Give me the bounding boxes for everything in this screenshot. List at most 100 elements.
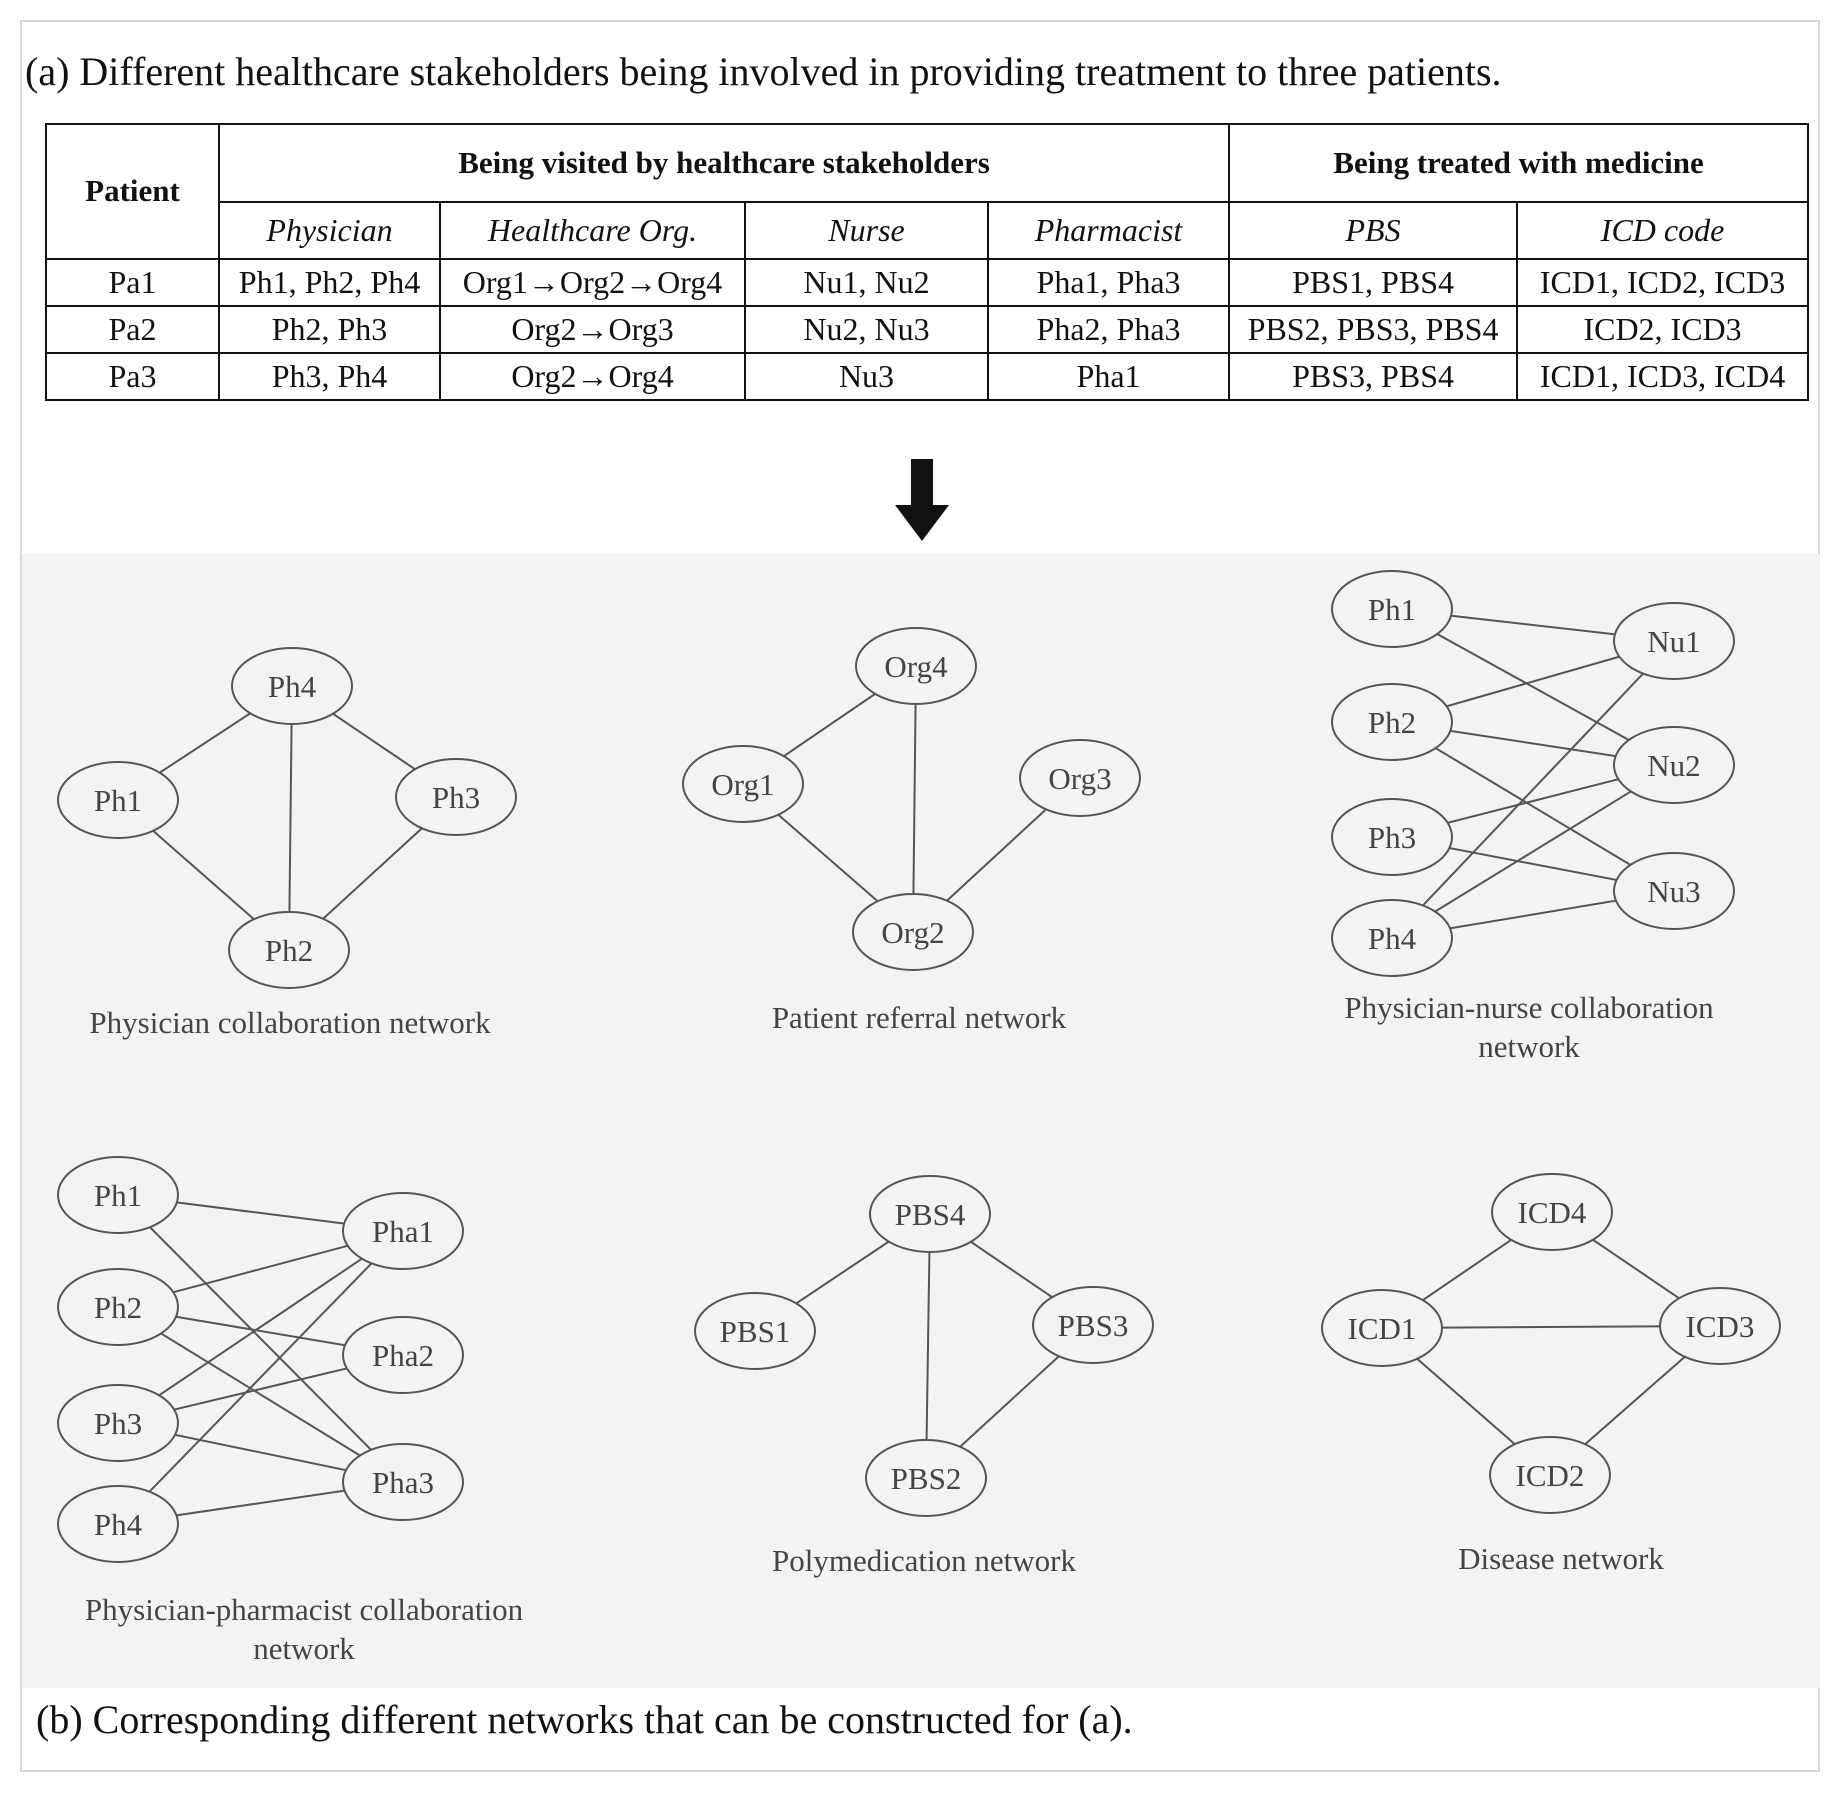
table-cell: PBS2, PBS3, PBS4	[1228, 304, 1519, 354]
node-ph1: Ph1	[57, 761, 179, 839]
node-ellipse	[1331, 899, 1453, 977]
network-title: Physician-pharmacist collaboration	[85, 1592, 524, 1627]
node-org4: Org4	[855, 627, 977, 705]
node-label: Nu2	[1647, 748, 1700, 783]
node-label: Nu1	[1647, 624, 1700, 659]
column-header-physician: Physician	[218, 200, 441, 260]
node-ellipse	[1613, 602, 1735, 680]
treatment-table: Patient Being visited by healthcare stak…	[45, 123, 1810, 402]
node-label: Ph1	[94, 783, 142, 818]
table-cell: Org2→Org3	[439, 304, 746, 354]
column-header-icd-code: ICD code	[1516, 200, 1810, 260]
node-ellipse	[57, 1485, 179, 1563]
node-label: Org1	[711, 767, 774, 802]
node-label: Ph2	[94, 1290, 142, 1325]
node-ellipse	[228, 911, 350, 989]
node-ph2: Ph2	[1331, 683, 1453, 761]
node-ellipse	[57, 761, 179, 839]
network-title: Patient referral network	[772, 1000, 1067, 1035]
patient-header: Patient	[45, 123, 220, 260]
edge-org4-org2	[912, 665, 917, 933]
node-label: Ph3	[1368, 820, 1416, 855]
node-icd2: ICD2	[1489, 1436, 1611, 1514]
node-ellipse	[57, 1384, 179, 1462]
node-label: Pha1	[372, 1214, 434, 1249]
node-pbs2: PBS2	[865, 1439, 987, 1517]
edge-ph1-pha3	[117, 1194, 404, 1483]
node-label: Ph4	[268, 669, 317, 704]
column-header-pharmacist: Pharmacist	[986, 200, 1231, 260]
network-title: network	[1478, 1029, 1580, 1064]
caption-a: (a) Different healthcare stakeholders be…	[25, 49, 1502, 94]
edge-ph4-pha1	[117, 1230, 404, 1525]
node-label: ICD3	[1686, 1309, 1755, 1344]
table-cell: Ph2, Ph3	[218, 304, 441, 354]
table-cell: Pha1, Pha3	[986, 257, 1231, 307]
table-cell: PBS3, PBS4	[1228, 351, 1519, 402]
down-arrow-icon	[895, 459, 949, 541]
node-label: Ph2	[265, 933, 313, 968]
edge-ph3-pha1	[117, 1230, 404, 1424]
node-pha2: Pha2	[342, 1316, 464, 1394]
table-cell: ICD1, ICD3, ICD4	[1516, 351, 1810, 402]
table-cell: Org2→Org4	[439, 351, 746, 402]
node-pbs4: PBS4	[869, 1175, 991, 1253]
table-cell: Pha2, Pha3	[986, 304, 1231, 354]
table-cell-patient: Pa2	[45, 304, 220, 354]
node-ph3: Ph3	[1331, 798, 1453, 876]
node-label: PBS4	[895, 1197, 966, 1232]
table-cell-patient: Pa3	[45, 351, 220, 402]
node-ellipse	[1019, 739, 1141, 817]
table-row: Pa3 Ph3, Ph4 Org2→Org4 Nu3 Pha1 PBS3, PB…	[45, 351, 1810, 402]
node-label: Pha2	[372, 1338, 434, 1373]
table-cell: PBS1, PBS4	[1228, 257, 1519, 307]
node-label: PBS2	[891, 1461, 962, 1496]
node-pha3: Pha3	[342, 1443, 464, 1521]
table-cell: ICD2, ICD3	[1516, 304, 1810, 354]
node-label: Org4	[884, 649, 948, 684]
node-ellipse	[57, 1156, 179, 1234]
node-ellipse	[869, 1175, 991, 1253]
table-cell: Org1→Org2→Org4	[439, 257, 746, 307]
table-cell: ICD1, ICD2, ICD3	[1516, 257, 1810, 307]
column-header-pbs: PBS	[1228, 200, 1519, 260]
node-label: PBS3	[1058, 1308, 1129, 1343]
table-cell: Nu2, Nu3	[744, 304, 989, 354]
node-label: ICD4	[1518, 1195, 1587, 1230]
node-ellipse	[1613, 852, 1735, 930]
table-cell: Nu3	[744, 351, 989, 402]
table-cell: Ph3, Ph4	[218, 351, 441, 402]
node-label: Ph3	[432, 780, 480, 815]
node-ellipse	[342, 1316, 464, 1394]
node-label: Ph1	[1368, 592, 1416, 627]
edge-ph4-ph2	[288, 685, 293, 951]
node-label: Org2	[881, 915, 944, 950]
node-ph2: Ph2	[228, 911, 350, 989]
node-ellipse	[342, 1192, 464, 1270]
node-org2: Org2	[852, 893, 974, 971]
node-org1: Org1	[682, 745, 804, 823]
network-title: Disease network	[1458, 1541, 1664, 1576]
node-ellipse	[694, 1292, 816, 1370]
node-label: Ph4	[94, 1507, 143, 1542]
table-cell: Pha1	[986, 351, 1231, 402]
node-label: Ph1	[94, 1178, 142, 1213]
node-pbs3: PBS3	[1032, 1286, 1154, 1364]
node-icd3: ICD3	[1659, 1287, 1781, 1365]
node-ellipse	[852, 893, 974, 971]
network-title: Physician-nurse collaboration	[1344, 990, 1714, 1025]
node-label: Org3	[1048, 761, 1111, 796]
table-cell: Nu1, Nu2	[744, 257, 989, 307]
edge-ph4-nu1	[1391, 640, 1675, 939]
node-ph4: Ph4	[57, 1485, 179, 1563]
network-title: Polymedication network	[772, 1543, 1076, 1578]
node-ph3: Ph3	[57, 1384, 179, 1462]
node-pbs1: PBS1	[694, 1292, 816, 1370]
column-header-healthcare-org: Healthcare Org.	[439, 200, 746, 260]
node-ellipse	[1491, 1173, 1613, 1251]
